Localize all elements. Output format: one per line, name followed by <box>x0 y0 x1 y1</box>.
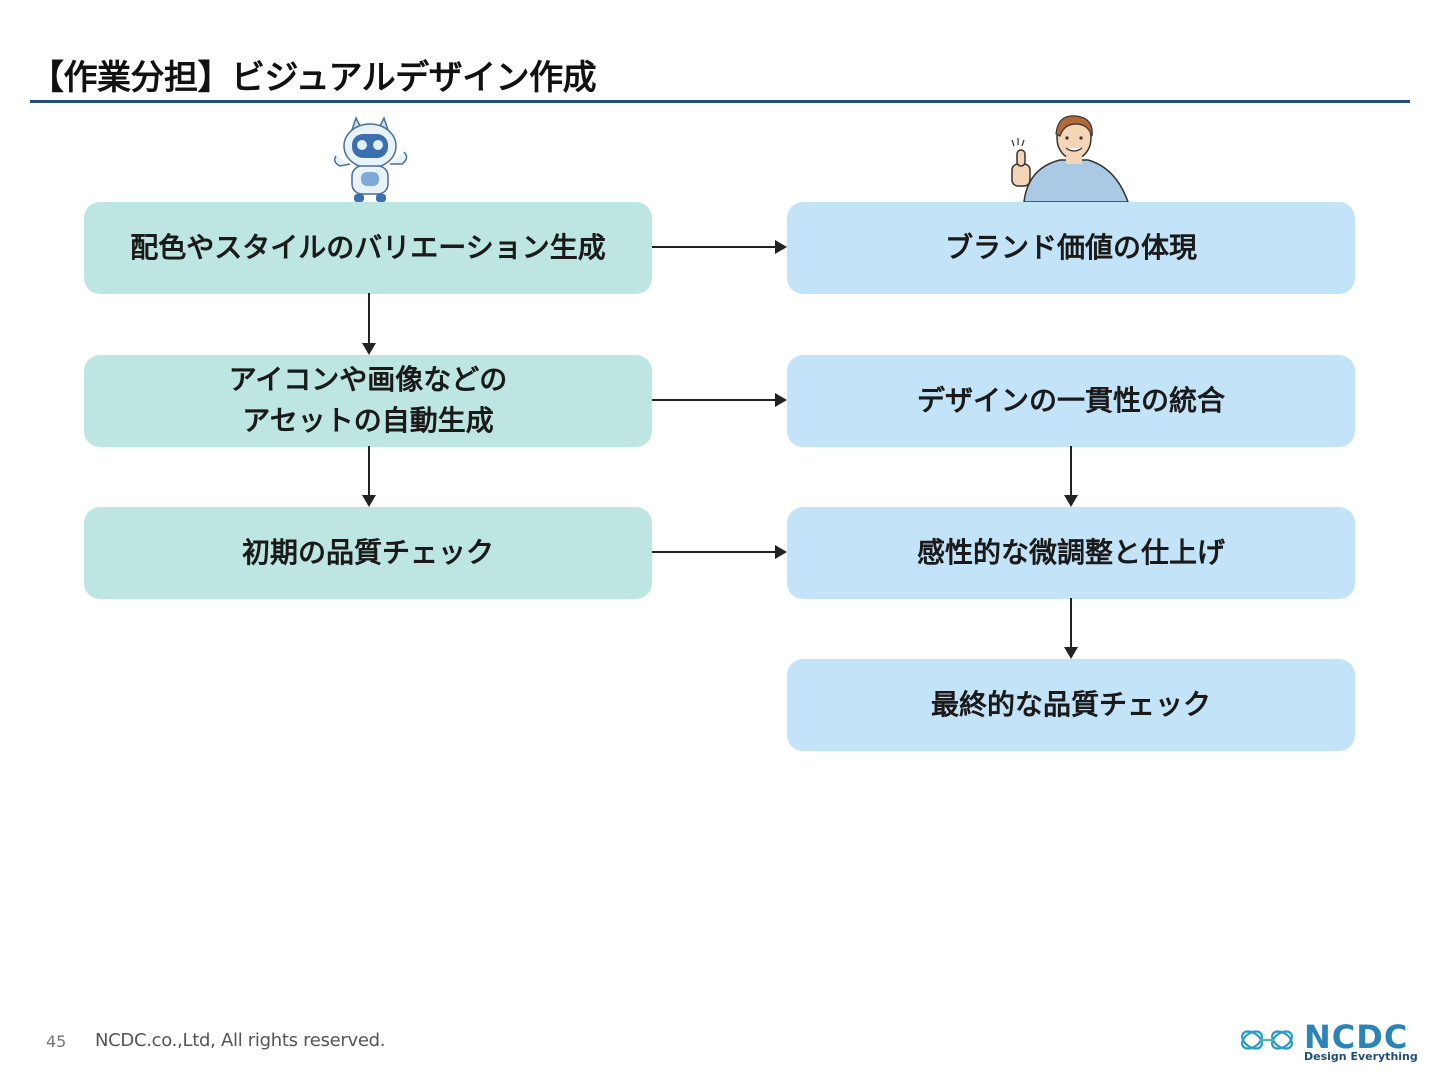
arrow-right-3 <box>652 545 787 559</box>
human-step-label: デザインの一貫性の統合 <box>916 383 1225 417</box>
logo-wordmark: NCDC <box>1304 1018 1409 1056</box>
person-thumbs-up-icon <box>1004 112 1134 203</box>
arrow-down-ai-2 <box>362 446 376 507</box>
arrow-down-ai-1 <box>362 293 376 355</box>
human-step-consistency: デザインの一貫性の統合 <box>787 355 1355 447</box>
arrow-down-human-2 <box>1064 598 1078 659</box>
robot-icon <box>328 112 412 202</box>
ncdc-logo: NCDC Design Everything <box>1238 1018 1418 1064</box>
human-step-label: 感性的な微調整と仕上げ <box>916 535 1225 569</box>
human-step-fine-tuning: 感性的な微調整と仕上げ <box>787 507 1355 599</box>
arrow-right-1 <box>652 240 787 254</box>
ai-step-color-variation: 配色やスタイルのバリエーション生成 <box>84 202 652 294</box>
ai-step-asset-generation: アイコンや画像などの アセットの自動生成 <box>84 355 652 447</box>
human-step-label: ブランド価値の体現 <box>944 230 1197 264</box>
arrow-down-human-1 <box>1064 446 1078 507</box>
ai-step-label: アイコンや画像などの アセットの自動生成 <box>228 363 508 437</box>
ncdc-logo-mark-icon <box>1241 1030 1293 1050</box>
human-step-final-quality-check: 最終的な品質チェック <box>787 659 1355 751</box>
human-step-label: 最終的な品質チェック <box>930 687 1211 721</box>
copyright-text: NCDC.co.,Ltd, All rights reserved. <box>95 1030 386 1051</box>
human-step-brand-value: ブランド価値の体現 <box>787 202 1355 294</box>
ai-step-label: 配色やスタイルのバリエーション生成 <box>130 230 606 264</box>
ai-step-label: 初期の品質チェック <box>241 535 494 569</box>
page-number: 45 <box>46 1032 67 1051</box>
ai-step-initial-quality-check: 初期の品質チェック <box>84 507 652 599</box>
logo-tagline: Design Everything <box>1304 1050 1418 1063</box>
page-title: 【作業分担】ビジュアルデザイン作成 <box>30 58 597 98</box>
title-divider <box>30 100 1410 103</box>
arrow-right-2 <box>652 393 787 407</box>
